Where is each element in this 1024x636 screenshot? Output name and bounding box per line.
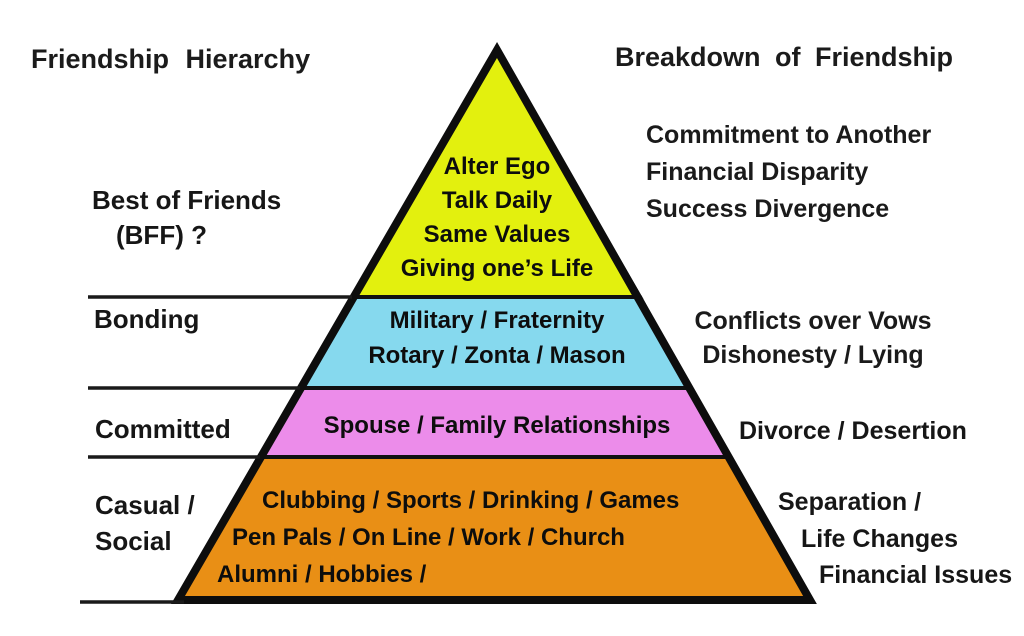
pyramid-text-best-friends: Alter Ego Talk Daily Same Values Giving … (297, 150, 697, 286)
label-bonding: Bonding (94, 304, 200, 334)
breakdown-casual-line1: Separation / (778, 488, 922, 516)
pyramid-text-line: Talk Daily (441, 187, 553, 214)
breakdown-committed: Divorce / Desertion (739, 417, 967, 445)
pyramid-text-casual-line3: Alumni / Hobbies / (217, 561, 427, 588)
label-casual: Casual / (95, 490, 195, 520)
label-bff: (BFF) ? (116, 220, 207, 250)
pyramid-text-line: Military / Fraternity (389, 307, 605, 334)
breakdown-bonding: Conflicts over Vows Dishonesty / Lying (663, 304, 963, 372)
pyramid-text-line: Same Values (423, 221, 571, 248)
pyramid-text-committed: Spouse / Family Relationships (297, 409, 697, 443)
breakdown-line: Financial Disparity (646, 158, 869, 186)
pyramid-outline (171, 41, 817, 604)
breakdown-line: Commitment to Another (646, 121, 932, 149)
pyramid-text-casual-line2: Pen Pals / On Line / Work / Church (232, 524, 625, 551)
breakdown-line: Success Divergence (646, 195, 890, 223)
pyramid-text-casual-line1: Clubbing / Sports / Drinking / Games (262, 487, 680, 514)
pyramid-text-line: Rotary / Zonta / Mason (368, 342, 626, 369)
breakdown-casual-line3: Financial Issues (819, 561, 1013, 589)
right-title: Breakdown of Friendship (615, 42, 954, 72)
label-best-of-friends: Best of Friends (92, 185, 282, 215)
breakdown-line: Conflicts over Vows (694, 307, 932, 335)
pyramid-text-line: Spouse / Family Relationships (323, 412, 671, 439)
pyramid-text-line: Giving one’s Life (400, 255, 594, 282)
label-social: Social (95, 526, 172, 556)
pyramid-text-line: Alter Ego (443, 153, 551, 180)
pyramid-text-bonding: Military / Fraternity Rotary / Zonta / M… (297, 303, 697, 373)
left-title: Friendship Hierarchy (31, 44, 311, 74)
label-committed: Committed (95, 414, 231, 444)
breakdown-casual-line2: Life Changes (801, 525, 958, 553)
breakdown-best-friends: Commitment to Another Financial Disparit… (646, 117, 931, 228)
breakdown-line: Dishonesty / Lying (702, 341, 924, 369)
